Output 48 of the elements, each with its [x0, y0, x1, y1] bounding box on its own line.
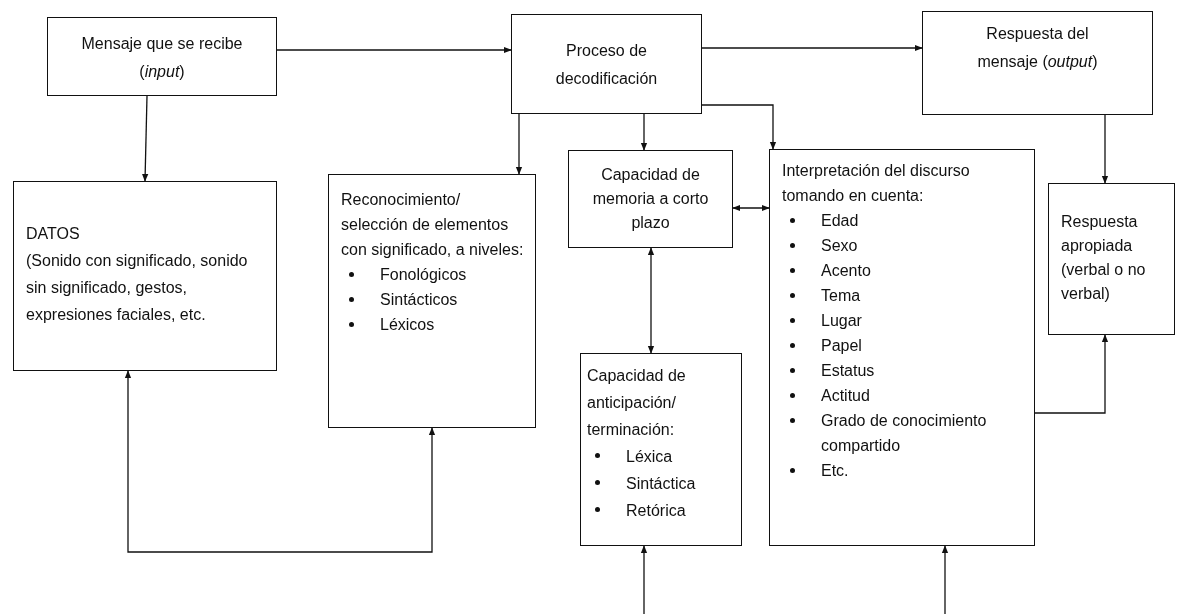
process-box	[511, 14, 702, 114]
arrow	[701, 44, 923, 52]
box-heading: DATOS	[26, 224, 81, 244]
process-box	[1048, 183, 1175, 335]
process-box	[47, 17, 277, 96]
arrow	[941, 545, 949, 614]
list-item: Sintáctica	[626, 474, 696, 494]
arrow	[732, 204, 770, 212]
box-heading: Mensaje que se recibe (input)	[80, 34, 244, 82]
process-box	[769, 149, 1035, 546]
list-item: Grado de conocimiento compartido	[821, 411, 988, 456]
list-item: Edad	[821, 211, 859, 231]
box-heading: Respuesta apropiada (verbal o no verbal)	[1061, 212, 1147, 304]
arrow	[647, 247, 655, 354]
list-item: Fonológicos	[380, 265, 467, 285]
arrow	[1101, 114, 1109, 184]
arrow	[141, 95, 149, 182]
box-heading: Respuesta del mensaje (output)	[976, 24, 1099, 72]
process-box	[580, 353, 742, 546]
arrow	[640, 545, 648, 614]
box-heading: Interpretación del discurso tomando en cuenta:	[782, 161, 971, 206]
arrow	[640, 113, 648, 151]
list-item: Sexo	[821, 236, 858, 256]
list-item: Papel	[821, 336, 862, 356]
list-item: Lugar	[821, 311, 862, 331]
list-item: Léxica	[626, 447, 673, 467]
box-heading: Capacidad de memoria a corto plazo	[591, 165, 710, 233]
arrow	[701, 104, 777, 150]
arrow	[276, 46, 512, 54]
process-box	[13, 181, 277, 371]
list-item: Retórica	[626, 501, 686, 521]
process-box	[568, 150, 733, 248]
list-item: Actitud	[821, 386, 870, 406]
arrow	[1034, 334, 1109, 414]
list-item: Léxicos	[380, 315, 435, 335]
list-item: Sintácticos	[380, 290, 458, 310]
box-heading: Proceso de decodificación	[554, 41, 659, 89]
box-heading: Capacidad de anticipación/ terminación:	[587, 366, 687, 440]
list-item: Etc.	[821, 461, 849, 481]
process-box	[328, 174, 536, 428]
arrow	[515, 113, 523, 175]
arrow	[124, 370, 436, 553]
list-item: Acento	[821, 261, 871, 281]
process-box	[922, 11, 1153, 115]
list-item: Tema	[821, 286, 861, 306]
box-text: (Sonido con significado, sonido sin significado, gestos, expresiones faciales, etc.	[26, 251, 249, 325]
box-heading: Reconocimiento/ selección de elementos con significado, a niveles:	[341, 190, 525, 260]
list-item: Estatus	[821, 361, 875, 381]
